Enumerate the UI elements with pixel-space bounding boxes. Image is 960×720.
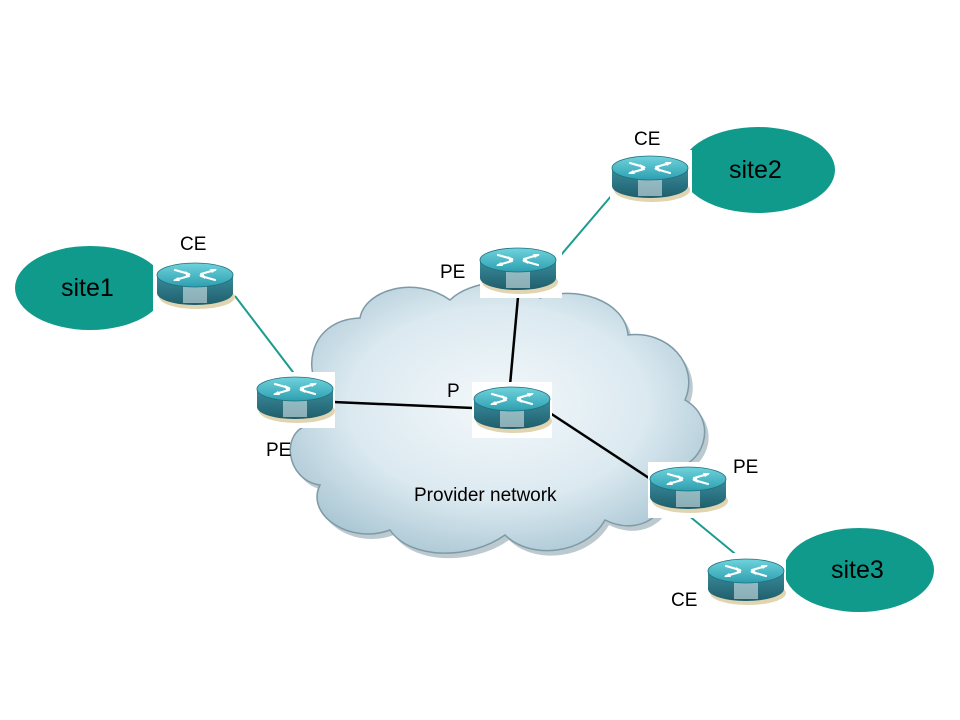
router-icon bbox=[155, 261, 237, 311]
provider-network-label: Provider network bbox=[414, 485, 557, 506]
site1-label: site1 bbox=[61, 274, 114, 302]
site2-ellipse bbox=[681, 127, 835, 213]
router-icon bbox=[478, 246, 560, 296]
router-ce1 bbox=[153, 258, 237, 320]
site1-ellipse bbox=[15, 246, 165, 330]
link-ce2-pe2 bbox=[554, 194, 613, 263]
ce3-label: CE bbox=[671, 590, 698, 611]
site2-label: site2 bbox=[729, 156, 782, 184]
link-pe2-p bbox=[508, 296, 520, 386]
router-ce3 bbox=[706, 553, 788, 611]
ce2-label: CE bbox=[634, 129, 661, 150]
p-label: P bbox=[447, 381, 460, 402]
router-ce2 bbox=[610, 150, 692, 212]
router-icon bbox=[648, 465, 730, 515]
ce1-label: CE bbox=[180, 234, 207, 255]
router-icon bbox=[255, 375, 337, 425]
router-pe2 bbox=[478, 242, 562, 298]
router-p bbox=[472, 382, 554, 438]
router-pe1 bbox=[255, 372, 337, 428]
pe1-label: PE bbox=[266, 440, 292, 461]
pe3-label: PE bbox=[733, 457, 759, 478]
router-icon bbox=[472, 385, 554, 435]
site3-label: site3 bbox=[831, 556, 884, 584]
router-icon bbox=[610, 154, 692, 204]
router-pe3 bbox=[648, 462, 730, 518]
link-p-pe3 bbox=[549, 411, 653, 482]
link-pe1-p bbox=[332, 400, 474, 410]
site3-ellipse bbox=[784, 528, 934, 612]
pe2-label: PE bbox=[440, 262, 466, 283]
router-icon bbox=[706, 557, 788, 607]
link-ce1-pe1 bbox=[234, 295, 297, 377]
